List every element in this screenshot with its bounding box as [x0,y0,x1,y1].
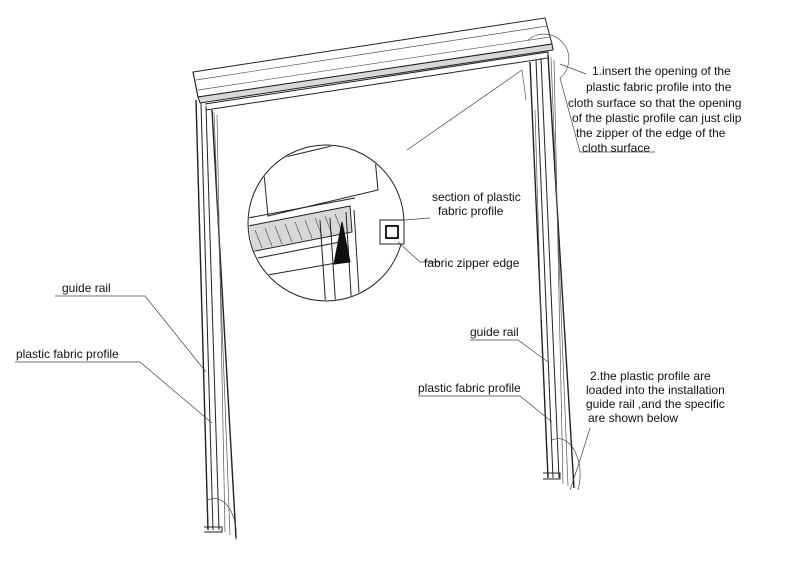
section-label: section of plastic fabric profile [432,190,521,218]
zipper-edge-label: fabric zipper edge [424,256,520,270]
zipper-arrow [333,221,351,265]
note-2-line-4: are shown below [588,411,678,425]
right-guide-rail [521,54,575,489]
detail-circle-top [527,33,570,79]
note-1-line-5: the zipper of the edge of the [576,126,726,140]
left-guide-rail [195,99,237,539]
right-guide-rail-label: guide rail [470,325,519,339]
leader-lines [15,63,655,541]
note-1-line-2: plastic fabric profile into the [586,80,732,94]
top-header-box [192,17,554,111]
note-1-line-3: cloth surface so that the opening [568,96,741,110]
magnified-detail-circle [247,144,405,302]
note-1-line-4: of the plastic profile can just clip [572,111,742,125]
left-guide-rail-label: guide rail [62,281,111,295]
profile-section-square [379,219,405,245]
note-1: 1.insert the opening of the plastic fabr… [568,64,742,155]
note-2-line-3: guide rail ,and the specific [586,397,725,411]
section-label-line-1: section of plastic [432,190,521,204]
right-profile-label: plastic fabric profile [418,381,521,395]
note-1-line-1: 1.insert the opening of the [592,64,731,78]
note-2: 2.the plastic profile are loaded into th… [586,369,725,425]
left-profile-label: plastic fabric profile [16,347,119,361]
note-2-line-1: 2.the plastic profile are [590,369,711,383]
section-label-line-2: fabric profile [438,204,504,218]
note-2-line-2: loaded into the installation [586,383,725,397]
note-1-line-6: cloth surface [582,141,650,155]
